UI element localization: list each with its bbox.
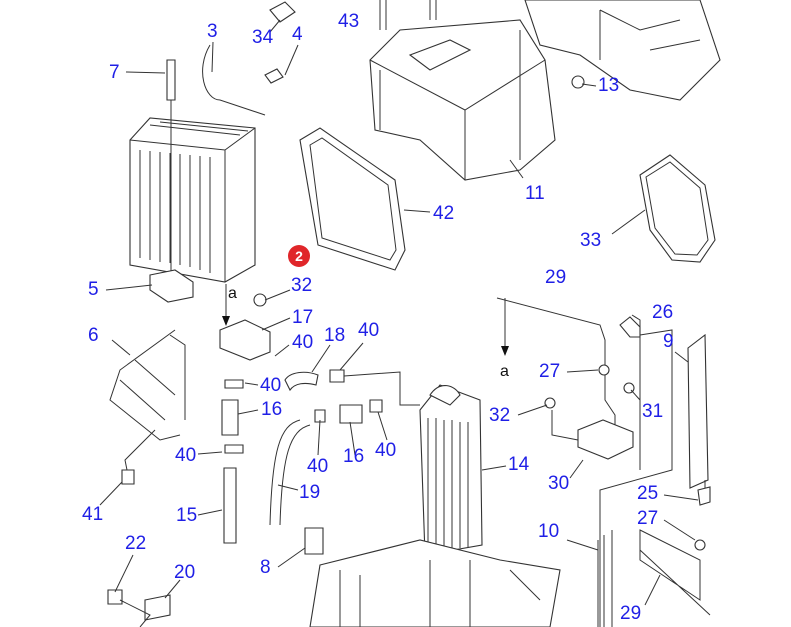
- callout-17[interactable]: 17: [292, 307, 314, 328]
- upper-housing: [369, 19, 556, 181]
- callout-16[interactable]: 16: [343, 446, 365, 467]
- callout-19[interactable]: 19: [299, 482, 321, 503]
- callout-27[interactable]: 27: [539, 361, 561, 382]
- callout-40[interactable]: 40: [260, 375, 282, 396]
- callout-9[interactable]: 9: [663, 331, 674, 352]
- callout-40[interactable]: 40: [375, 440, 397, 461]
- arrow-mark-a: a: [228, 285, 237, 302]
- callout-32[interactable]: 32: [489, 405, 511, 426]
- callout-7[interactable]: 7: [109, 62, 120, 83]
- leader-lines: [99, 19, 699, 606]
- callout-27[interactable]: 27: [637, 508, 659, 529]
- callout-43[interactable]: 43: [338, 11, 360, 32]
- bolt: [166, 59, 176, 101]
- callout-5[interactable]: 5: [88, 279, 99, 300]
- heater-core: [419, 384, 483, 556]
- callout-42[interactable]: 42: [433, 203, 455, 224]
- callout-40[interactable]: 40: [292, 332, 314, 353]
- callout-40[interactable]: 40: [358, 320, 380, 341]
- callout-40[interactable]: 40: [307, 456, 329, 477]
- reference-marker-evaporator[interactable]: 2: [288, 245, 310, 267]
- callout-34[interactable]: 34: [252, 27, 274, 48]
- arrow-mark-a: a: [500, 363, 509, 380]
- callout-22[interactable]: 22: [125, 533, 147, 554]
- callout-29[interactable]: 29: [545, 267, 567, 288]
- callout-41[interactable]: 41: [82, 504, 104, 525]
- callout-26[interactable]: 26: [652, 302, 674, 323]
- callout-32[interactable]: 32: [291, 275, 313, 296]
- callout-4[interactable]: 4: [292, 24, 303, 45]
- callout-10[interactable]: 10: [538, 521, 560, 542]
- callout-8[interactable]: 8: [260, 557, 271, 578]
- callout-30[interactable]: 30: [548, 473, 570, 494]
- callout-18[interactable]: 18: [324, 325, 346, 346]
- evaporator-core: [129, 117, 256, 283]
- callout-40[interactable]: 40: [175, 445, 197, 466]
- callout-20[interactable]: 20: [174, 562, 196, 583]
- callout-25[interactable]: 25: [637, 483, 659, 504]
- callout-33[interactable]: 33: [580, 230, 602, 251]
- callout-3[interactable]: 3: [207, 21, 218, 42]
- callout-15[interactable]: 15: [176, 505, 198, 526]
- callout-14[interactable]: 14: [508, 454, 530, 475]
- callout-6[interactable]: 6: [88, 325, 99, 346]
- callout-31[interactable]: 31: [642, 401, 664, 422]
- callout-29[interactable]: 29: [620, 603, 642, 624]
- callout-13[interactable]: 13: [598, 75, 620, 96]
- callout-16[interactable]: 16: [261, 399, 283, 420]
- callout-11[interactable]: 11: [525, 183, 545, 204]
